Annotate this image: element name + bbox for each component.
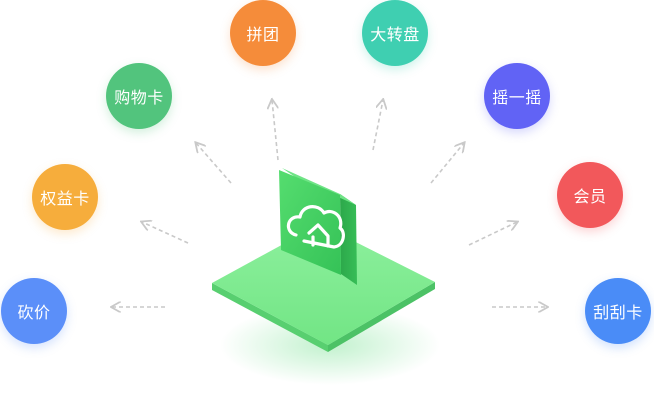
feature-node-kanjia[interactable]: 砍价	[1, 278, 67, 344]
feature-label: 砍价	[17, 303, 51, 322]
platform	[212, 224, 435, 352]
feature-label: 大转盘	[370, 25, 420, 44]
feature-node-dazhuanpan[interactable]: 大转盘	[362, 0, 428, 66]
feature-label: 摇一摇	[492, 88, 542, 107]
cloud-home-icon	[286, 205, 345, 249]
feature-label: 权益卡	[40, 189, 90, 208]
feature-label: 会员	[573, 187, 607, 206]
feature-node-yaoyiyao[interactable]: 摇一摇	[484, 63, 550, 129]
feature-label: 刮刮卡	[593, 303, 643, 322]
feature-node-guaguaka[interactable]: 刮刮卡	[585, 278, 651, 344]
feature-node-huiyuan[interactable]: 会员	[557, 162, 623, 228]
dashed-arrow	[196, 143, 232, 184]
feature-label: 购物卡	[114, 88, 164, 107]
feature-node-gouwuka[interactable]: 购物卡	[106, 63, 172, 129]
arrows	[112, 100, 547, 307]
center-card	[279, 168, 357, 285]
dashed-arrow	[272, 100, 279, 161]
dashed-arrow	[430, 143, 464, 184]
dashed-arrow	[142, 222, 189, 244]
dashed-arrow	[372, 100, 383, 151]
feature-node-pintuan[interactable]: 拼团	[230, 0, 296, 66]
dashed-arrow	[468, 222, 517, 246]
feature-node-quanyika[interactable]: 权益卡	[32, 164, 98, 230]
feature-label: 拼团	[246, 25, 280, 44]
